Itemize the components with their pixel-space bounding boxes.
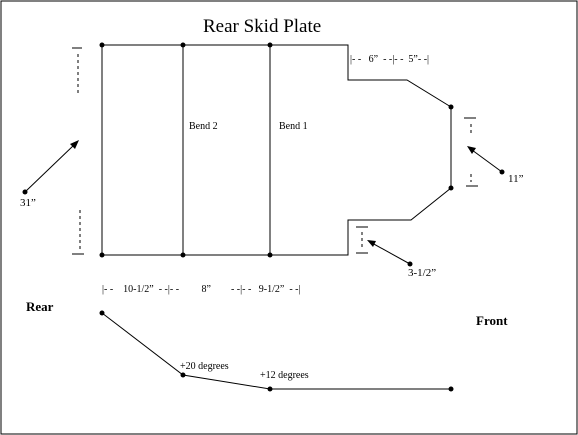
diagram-title: Rear Skid Plate [203, 16, 322, 37]
angle-12-label: +12 degrees [260, 370, 309, 381]
plate-vertices [99, 42, 454, 258]
profile-vertices [99, 310, 454, 392]
angle-20-label: +20 degrees [180, 361, 229, 372]
front-label: Front [476, 313, 508, 328]
plate-outline [101, 44, 452, 256]
side-profile-line [101, 312, 451, 390]
bend-2-label: Bend 2 [189, 121, 218, 132]
dimension-3-5-marker [356, 226, 413, 267]
vertex-dot [267, 386, 273, 392]
bottom-width-dimensions: |- - 10-1/2” - -|- - 8” - -|- - 9-1/2” -… [102, 284, 301, 295]
front-height-label: 11” [508, 173, 524, 185]
vertex-dot [448, 104, 454, 110]
rear-label: Rear [26, 299, 54, 314]
vertex-dot [267, 252, 273, 258]
vertex-dot [99, 310, 105, 316]
vertex-dot [180, 252, 186, 258]
notch-height-label: 3-1/2” [408, 267, 437, 279]
vertex-dot [267, 42, 273, 48]
top-width-dimensions: |- - 6” - -|- - 5”- -| [350, 54, 430, 65]
vertex-dot [99, 252, 105, 258]
bend-1-label: Bend 1 [279, 121, 308, 132]
vertex-dot [448, 386, 454, 392]
vertex-dot [448, 185, 454, 191]
vertex-dot [99, 42, 105, 48]
dimension-31-marker [22, 47, 84, 255]
left-height-label: 31” [20, 197, 36, 209]
vertex-dot [180, 372, 186, 378]
vertex-dot [180, 42, 186, 48]
dimension-11-marker [464, 117, 505, 187]
